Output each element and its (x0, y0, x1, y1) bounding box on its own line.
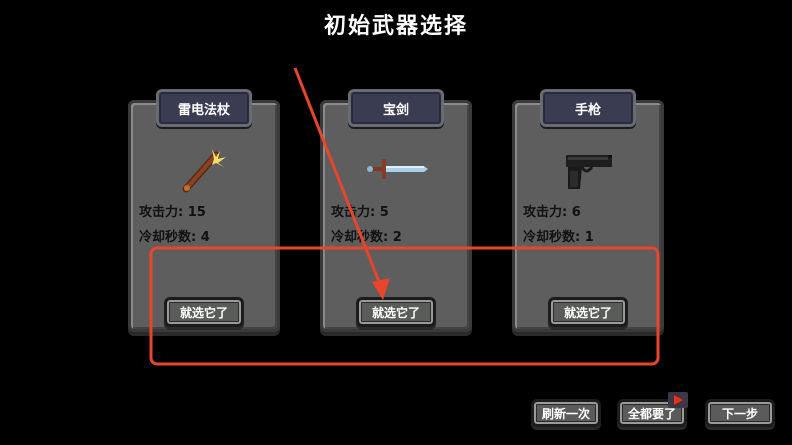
weapon-name-tag: 雷电法杖 (156, 89, 252, 127)
choose-lightning-staff-button[interactable]: 就选它了 (164, 297, 244, 327)
page-title: 初始武器选择 (323, 14, 468, 39)
video-ad-icon (668, 392, 688, 408)
choose-pistol-button[interactable]: 就选它了 (548, 297, 628, 327)
weapon-card-pistol: 手枪 攻击力: 6 冷却秒数: 1 就选它了 (512, 89, 664, 332)
cooldown-stat: 冷却秒数: 2 (331, 230, 402, 245)
attack-stat: 攻击力: 5 (331, 205, 389, 220)
pistol-icon (556, 145, 620, 195)
attack-stat: 攻击力: 15 (139, 205, 206, 220)
lightning-staff-icon (172, 145, 236, 195)
weapon-card-sword: 宝剑 攻击力: 5 冷却秒数: 2 就选它了 (320, 89, 472, 332)
choose-sword-button[interactable]: 就选它了 (356, 297, 436, 327)
cooldown-stat: 冷却秒数: 4 (139, 230, 210, 245)
cooldown-stat: 冷却秒数: 1 (523, 230, 594, 245)
next-step-button[interactable]: 下一步 (705, 399, 775, 427)
weapon-name-tag: 手枪 (540, 89, 636, 127)
weapon-name-tag: 宝剑 (348, 89, 444, 127)
take-all-label: 全都要了 (627, 406, 676, 421)
sword-icon (364, 145, 428, 195)
take-all-button[interactable]: 全都要了 (617, 392, 688, 427)
weapon-card-lightning-staff: 雷电法杖 攻击力: 15 冷却秒数: 4 就选它了 (128, 89, 280, 332)
attack-stat: 攻击力: 6 (523, 205, 581, 220)
refresh-button[interactable]: 刷新一次 (531, 399, 601, 427)
